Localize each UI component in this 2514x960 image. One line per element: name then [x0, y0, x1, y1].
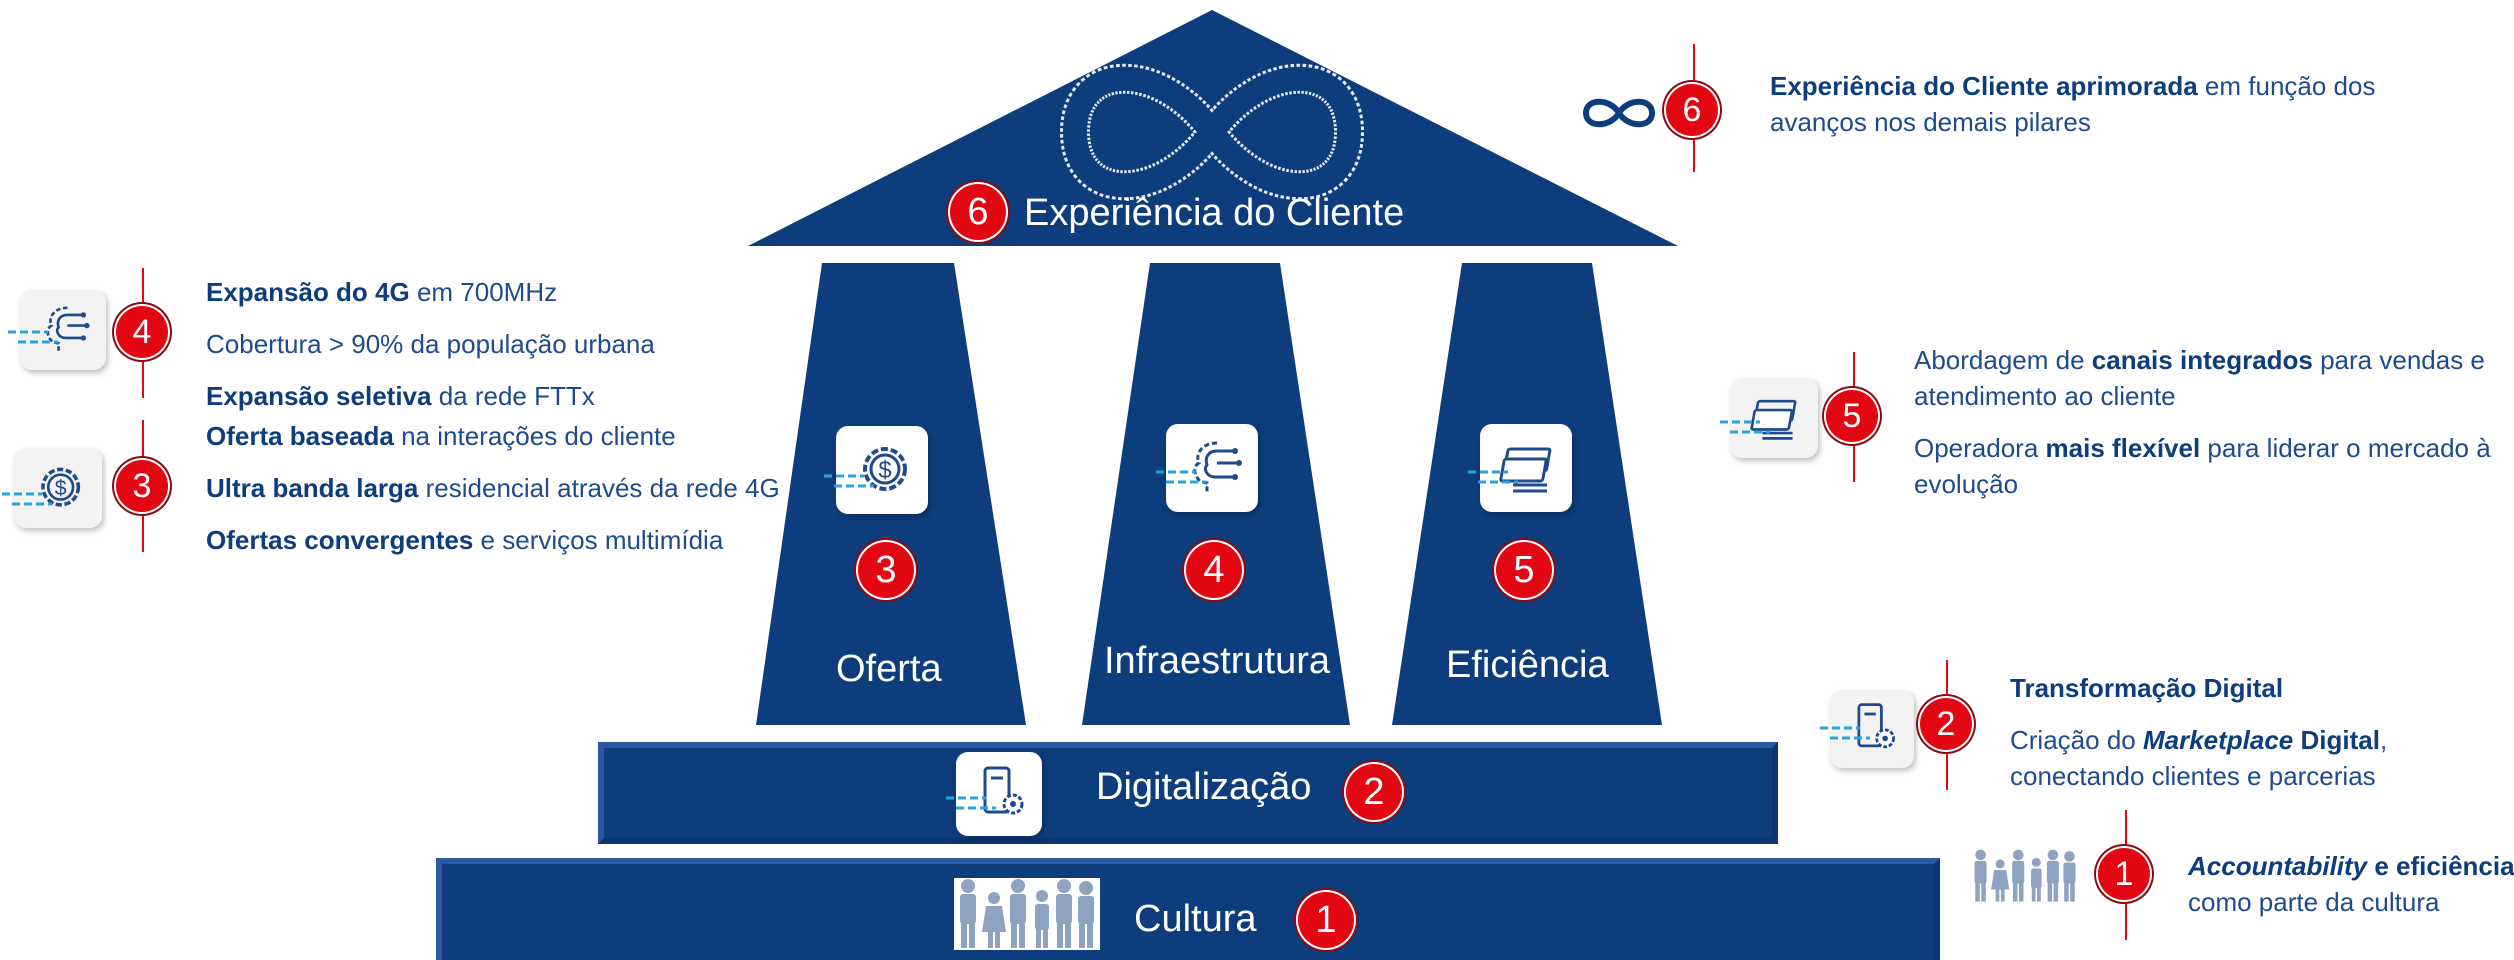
- callout-2-number-badge: 2: [1920, 698, 1972, 750]
- cultura-bar: [436, 858, 1940, 960]
- dash-lines-icon: [1720, 420, 1770, 434]
- circuit-brain-icon: [1193, 441, 1242, 493]
- callout-6-text: Experiência do Cliente aprimorada em fun…: [1770, 71, 2376, 137]
- digitalizacao-icon-box: [956, 752, 1042, 836]
- svg-text:$: $: [878, 457, 891, 484]
- dash-lines-icon: [946, 796, 996, 810]
- money-stack-icon: [1499, 447, 1552, 493]
- callout-6-number-badge: 6: [1666, 84, 1718, 136]
- pillar-eficiencia-icon-box: [1480, 424, 1572, 512]
- circuit-brain-icon: [46, 306, 90, 353]
- pillar-infraestrutura-label: Infraestrutura: [1104, 640, 1330, 682]
- callout-5-number-badge: 5: [1826, 390, 1878, 442]
- pillar-infraestrutura-icon-box: [1166, 424, 1258, 512]
- phone-gear-icon: [983, 766, 1024, 815]
- roof-number-badge: 6: [950, 184, 1006, 240]
- dash-lines-icon: [1156, 470, 1206, 484]
- roof-label: Experiência do Cliente: [1024, 192, 1405, 234]
- dash-lines-icon: [8, 330, 58, 344]
- people-group-icon: [960, 879, 1094, 948]
- callout-3-text: Oferta baseada na interações do cliente …: [206, 421, 780, 555]
- infinity-icon: [1059, 63, 1365, 201]
- callout-3-number-badge: 3: [116, 460, 168, 512]
- callout-4-icon-box: [20, 290, 106, 370]
- callout-1-number-badge: 1: [2098, 848, 2150, 900]
- digitalizacao-bar: [598, 742, 1778, 844]
- callout-3-icon-box: $: [14, 448, 102, 528]
- pillar-oferta-icon-box: $: [836, 426, 928, 514]
- callout-2-text: Transformação Digital Criação do Marketp…: [2010, 673, 2388, 791]
- cultura-label: Cultura: [1134, 898, 1257, 940]
- money-stack-icon: [1750, 399, 1797, 440]
- dollar-gear-icon: $: [41, 467, 81, 507]
- callout-1-text: Accountability e eficiência como parte d…: [2188, 851, 2514, 917]
- pillar-eficiencia-number-badge: 5: [1496, 542, 1552, 598]
- callout-5-icon-box: [1730, 378, 1818, 458]
- svg-text:$: $: [55, 476, 67, 500]
- pillar-oferta-label: Oferta: [836, 648, 942, 690]
- dash-lines-icon: [2, 492, 52, 506]
- infinity-small-icon: [1582, 98, 1656, 128]
- callout-5-text: Abordagem de canais integrados para vend…: [1914, 345, 2491, 499]
- dollar-gear-icon: $: [863, 447, 907, 491]
- cultura-people-box: [954, 878, 1100, 950]
- people-group-small-icon: [1974, 849, 2076, 902]
- digitalizacao-number-badge: 2: [1346, 764, 1402, 820]
- digitalizacao-label: Digitalização: [1096, 766, 1312, 808]
- pillar-infraestrutura-number-badge: 4: [1186, 542, 1242, 598]
- dash-lines-icon: [824, 474, 874, 488]
- phone-gear-icon: [1857, 703, 1895, 749]
- cultura-number-badge: 1: [1298, 892, 1354, 948]
- callout-4-number-badge: 4: [116, 306, 168, 358]
- pillar-oferta-number-badge: 3: [858, 542, 914, 598]
- dash-lines-icon: [1468, 470, 1518, 484]
- callout-4-text: Expansão do 4G em 700MHz Cobertura > 90%…: [206, 277, 655, 411]
- pillar-eficiencia-label: Eficiência: [1446, 644, 1609, 686]
- dash-lines-icon: [1820, 726, 1870, 740]
